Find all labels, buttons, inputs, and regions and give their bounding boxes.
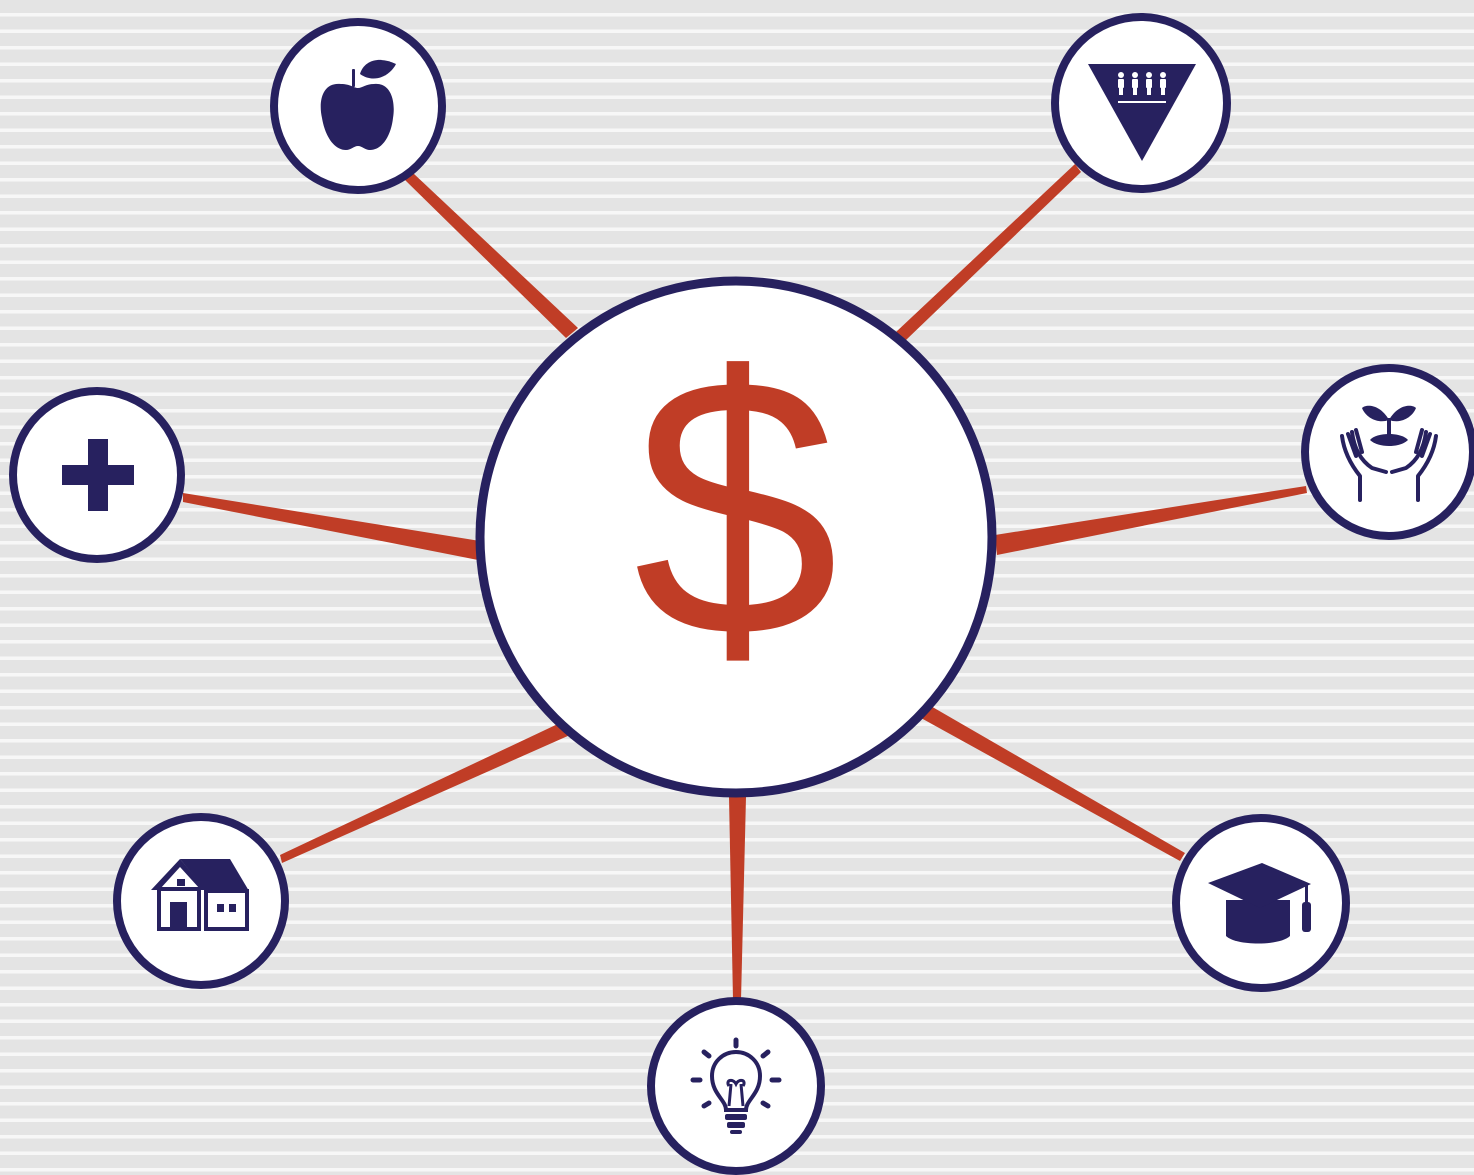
spoke-food — [405, 173, 578, 338]
spoke-housing — [280, 722, 570, 863]
hands-sprout-icon — [1340, 405, 1438, 502]
node-housing — [113, 813, 289, 989]
node-environment-circle — [1301, 364, 1474, 540]
spoke-health — [183, 493, 480, 560]
hub-circle — [475, 276, 997, 798]
people-triangle-icon — [1088, 64, 1196, 161]
apple-icon — [320, 59, 396, 150]
graduation-cap-icon — [1208, 863, 1311, 944]
spoke-education — [921, 705, 1185, 861]
spokes — [183, 164, 1307, 1000]
node-environment — [1301, 364, 1474, 540]
node-food — [270, 18, 446, 194]
hub: $ — [475, 276, 997, 798]
node-innovation — [647, 997, 825, 1175]
spoke-community — [896, 164, 1081, 340]
lightbulb-icon — [690, 1037, 782, 1134]
node-community — [1051, 13, 1231, 193]
node-education — [1172, 814, 1350, 992]
node-health — [9, 387, 185, 563]
spoke-innovation — [729, 797, 746, 1000]
medical-cross-icon — [62, 439, 134, 511]
house-icon — [151, 859, 249, 931]
spoke-environment — [995, 486, 1307, 555]
dollar-sign-icon: $ — [633, 301, 839, 714]
